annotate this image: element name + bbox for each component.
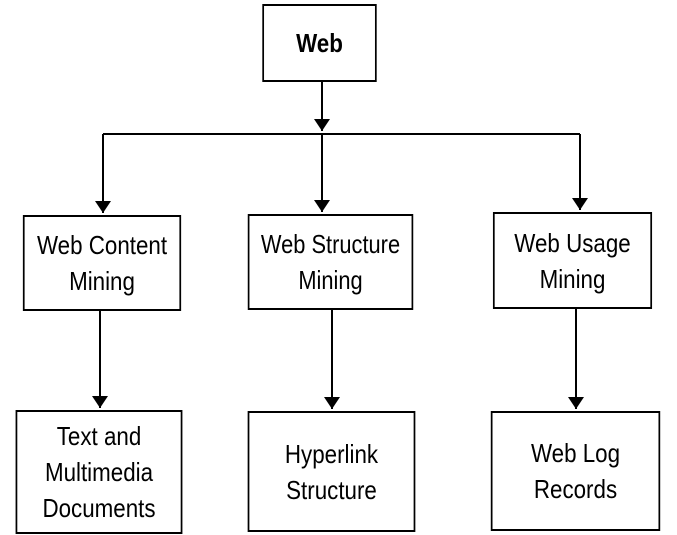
web-structure-mining-label: Web Structure Mining [260, 229, 401, 295]
web-log-records-node: Web Log Records [490, 411, 661, 531]
web-usage-mining-node: Web Usage Mining [492, 212, 653, 309]
web-structure-mining-node: Web Structure Mining [247, 214, 414, 310]
web-root-node: Web [262, 4, 377, 82]
web-content-mining-node: Web Content Mining [22, 215, 182, 311]
text-multimedia-documents-node: Text and Multimedia Documents [15, 410, 183, 534]
web-usage-mining-label: Web Usage Mining [514, 227, 631, 294]
web-root-label: Web [296, 28, 343, 58]
text-multimedia-documents-label: Text and Multimedia Documents [42, 421, 156, 523]
web-content-mining-label: Web Content Mining [36, 230, 168, 296]
hyperlink-structure-node: Hyperlink Structure [247, 411, 416, 532]
web-log-records-label: Web Log Records [530, 438, 621, 504]
hyperlink-structure-label: Hyperlink Structure [284, 438, 379, 505]
